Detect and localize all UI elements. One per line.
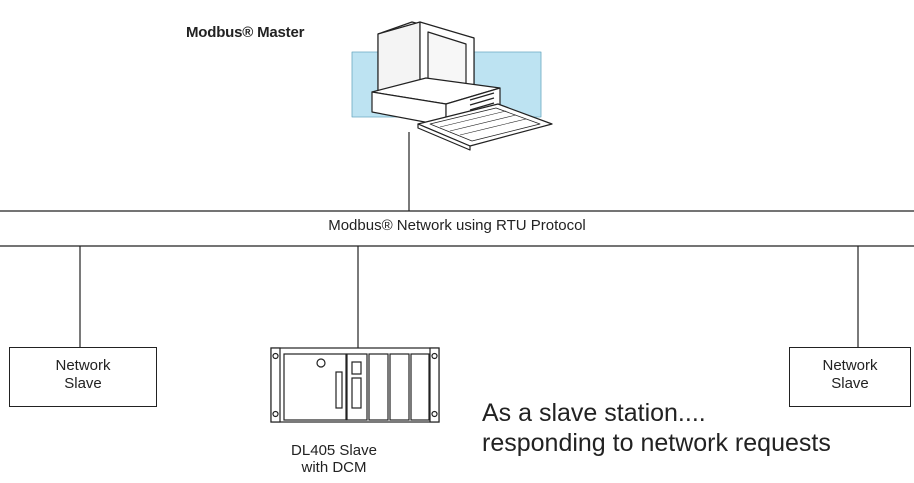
plc-io-module	[389, 353, 410, 421]
plc-caption-line1: DL405 Slave	[291, 442, 377, 459]
network-slave-left: Network Slave	[9, 347, 157, 407]
plc-cpu-indicator	[316, 358, 326, 368]
plc-mount-left	[270, 347, 281, 423]
network-wiring	[0, 132, 914, 350]
keyboard-key-row	[449, 114, 517, 132]
keyboard-edge	[417, 123, 471, 151]
plc-dcm-port	[351, 361, 362, 375]
keyboard-key-row	[459, 118, 527, 136]
network-label: Modbus® Network using RTU Protocol	[328, 217, 586, 234]
keyboard-keys	[429, 107, 541, 142]
plc-mount-hole	[272, 352, 279, 360]
plc-io-module	[368, 353, 389, 421]
plc-mount-hole	[272, 410, 279, 418]
plc-io-module	[410, 353, 430, 421]
plc-dcm-port	[351, 377, 362, 409]
slave-note-line1: As a slave station....	[482, 399, 706, 427]
plc-mount-hole	[431, 352, 438, 360]
slave-label-line2: Slave	[831, 375, 869, 392]
master-label: Modbus® Master	[186, 24, 305, 41]
keyboard-key-row	[439, 110, 507, 128]
plc-caption: DL405 Slave with DCM	[250, 442, 418, 476]
slave-note: As a slave station.... responding to net…	[482, 398, 831, 458]
slave-label-line1: Network	[55, 357, 111, 374]
plc-caption-line2: with DCM	[301, 459, 367, 476]
computer-icon	[351, 21, 553, 151]
slave-note-line2: responding to network requests	[482, 429, 831, 457]
plc-mount-hole	[431, 410, 438, 418]
drive-slot	[469, 97, 495, 106]
plc-cpu-port	[335, 371, 343, 409]
slave-label-line2: Slave	[64, 375, 102, 392]
drive-slot	[469, 92, 495, 101]
plc-icon	[270, 347, 440, 423]
plc-mount-right	[429, 347, 440, 423]
network-slave-right: Network Slave	[789, 347, 911, 407]
drive-slot	[469, 102, 495, 111]
slave-label-line1: Network	[822, 357, 878, 374]
